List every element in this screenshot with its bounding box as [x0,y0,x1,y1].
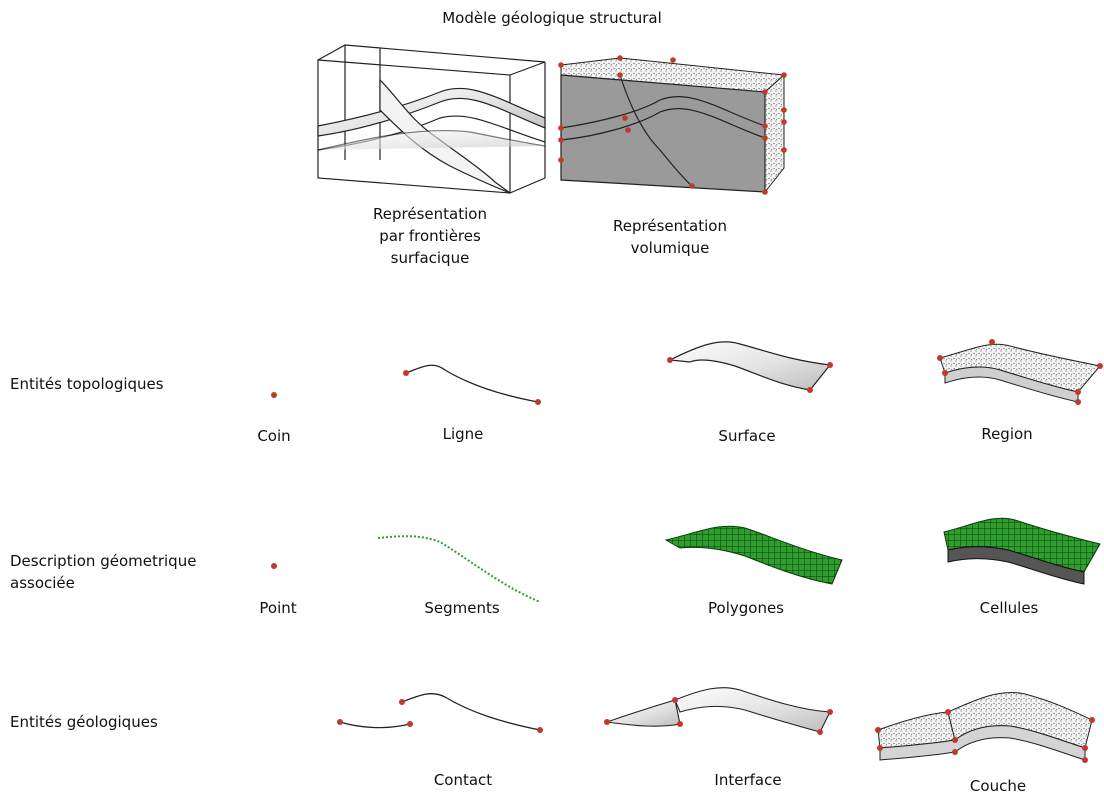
item-label-ligne: Ligne [442,425,484,443]
interface-surfaces [604,687,833,735]
boundary-representation-label-1: Représentation [373,205,487,223]
region-volume [937,339,1103,405]
row-label-topological: Entités topologiques [10,375,164,393]
couche-layers [875,691,1095,763]
item-label-interface: Interface [714,771,782,789]
volume-representation-label-1: Représentation [613,217,727,235]
polygones-mesh [664,525,843,585]
volume-representation-model [558,55,787,195]
row-label-geological: Entités géologiques [10,713,158,731]
segments-polyline [377,535,541,603]
boundary-representation-label-3: surfacique [390,249,470,267]
item-label-contact: Contact [433,771,493,789]
item-label-surface: Surface [718,427,776,445]
cellules-mesh [943,517,1101,585]
boundary-representation-model [317,44,546,194]
item-label-polygones: Polygones [708,599,784,617]
item-label-point: Point [259,599,297,617]
surface-patch [667,341,833,393]
boundary-representation-label-2: par frontières [379,227,481,245]
item-label-couche: Couche [969,777,1027,795]
point-dot [271,563,277,569]
item-label-region: Region [981,425,1033,443]
coin-point [271,392,277,398]
item-label-segments: Segments [424,599,500,617]
row-label-geometric-1: Description géometrique [10,552,197,570]
volume-representation-label-2: volumique [630,239,710,257]
row-label-geometric-2: associée [10,574,75,592]
diagram-title: Modèle géologique structural [442,9,662,27]
ligne-curve [403,364,541,405]
contact-curves [337,693,543,733]
item-label-coin: Coin [257,427,291,445]
item-label-cellules: Cellules [979,599,1039,617]
